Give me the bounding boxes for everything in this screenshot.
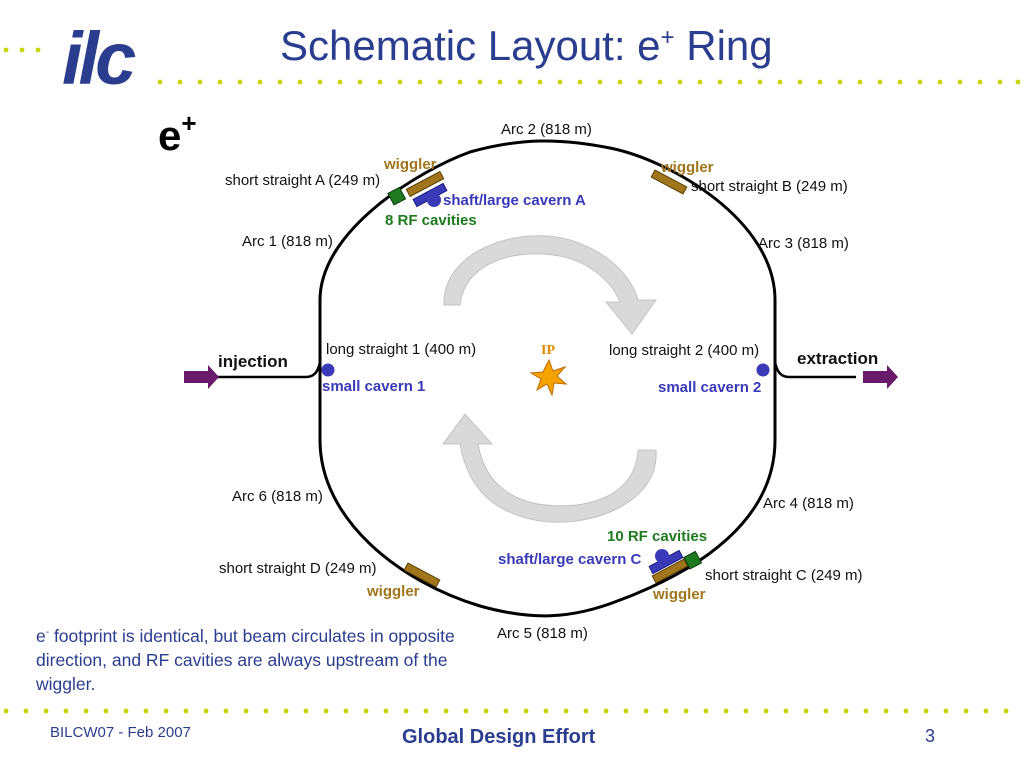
circulation-arrow-top — [443, 235, 657, 335]
wiggler-b-label: wiggler — [660, 159, 714, 176]
dotted-line-bottom — [3, 708, 1009, 714]
short-straight-a-label: short straight A (249 m) — [225, 172, 380, 189]
long-straight-1-label: long straight 1 (400 m) — [326, 341, 476, 358]
particle-label: e+ — [158, 108, 197, 159]
injection-arrow — [184, 365, 219, 389]
short-straight-c-label: short straight C (249 m) — [705, 567, 863, 584]
injection-line — [218, 361, 322, 379]
arc-6-label: Arc 6 (818 m) — [232, 488, 323, 505]
wiggler-c-label: wiggler — [652, 586, 706, 603]
rf-cavity-c — [683, 550, 703, 570]
ip-label: IP — [541, 343, 555, 358]
footer-event: BILCW07 - Feb 2007 — [50, 724, 191, 741]
arc-1-label: Arc 1 (818 m) — [242, 233, 333, 250]
small-cavern-2-dot — [756, 363, 770, 377]
rf-cavities-top-label: 8 RF cavities — [385, 212, 477, 229]
long-straight-2-label: long straight 2 (400 m) — [609, 342, 759, 359]
arc-3-label: Arc 3 (818 m) — [758, 235, 849, 252]
page-number: 3 — [925, 726, 936, 746]
wiggler-a-bar — [405, 170, 445, 198]
arc-2-label: Arc 2 (818 m) — [501, 121, 592, 138]
arc-5-label: Arc 5 (818 m) — [497, 625, 588, 642]
rf-cavities-bottom-label: 10 RF cavities — [607, 528, 707, 545]
small-cavern-1-dot — [321, 363, 335, 377]
ilc-logo: ilc — [62, 17, 140, 100]
wiggler-b-bar — [650, 169, 688, 195]
wiggler-d-bar — [403, 562, 441, 588]
wiggler-d-label: wiggler — [366, 583, 420, 600]
arc-4-label: Arc 4 (818 m) — [763, 495, 854, 512]
circulation-arrow-bottom — [442, 413, 657, 523]
page-title: Schematic Layout: e+ Ring — [280, 22, 773, 69]
shaft-cavern-a-label: shaft/large cavern A — [443, 192, 586, 209]
shaft-cavern-c-label: shaft/large cavern C — [498, 551, 642, 568]
small-cavern-2-label: small cavern 2 — [658, 379, 761, 396]
shaft-a-dot — [427, 193, 441, 207]
extraction-label: extraction — [797, 349, 878, 368]
dotted-line-top — [3, 47, 1021, 85]
extraction-line — [773, 361, 856, 379]
rf-cavity-a — [387, 186, 407, 206]
shaft-c-dot — [655, 549, 669, 563]
footprint-note: e- footprint is identical, but beam circ… — [36, 626, 455, 694]
ring-outline — [318, 139, 777, 618]
wiggler-c-bar — [651, 558, 689, 584]
ilc-logo-text: ilc — [62, 17, 136, 100]
ip-star-icon — [529, 358, 568, 397]
short-straight-d-label: short straight D (249 m) — [219, 560, 377, 577]
small-cavern-1-label: small cavern 1 — [322, 378, 425, 395]
extraction-arrow — [863, 365, 898, 389]
wiggler-a-label: wiggler — [383, 156, 437, 173]
footer-organization: Global Design Effort — [402, 726, 596, 748]
short-straight-b-label: short straight B (249 m) — [691, 178, 848, 195]
injection-label: injection — [218, 352, 288, 371]
